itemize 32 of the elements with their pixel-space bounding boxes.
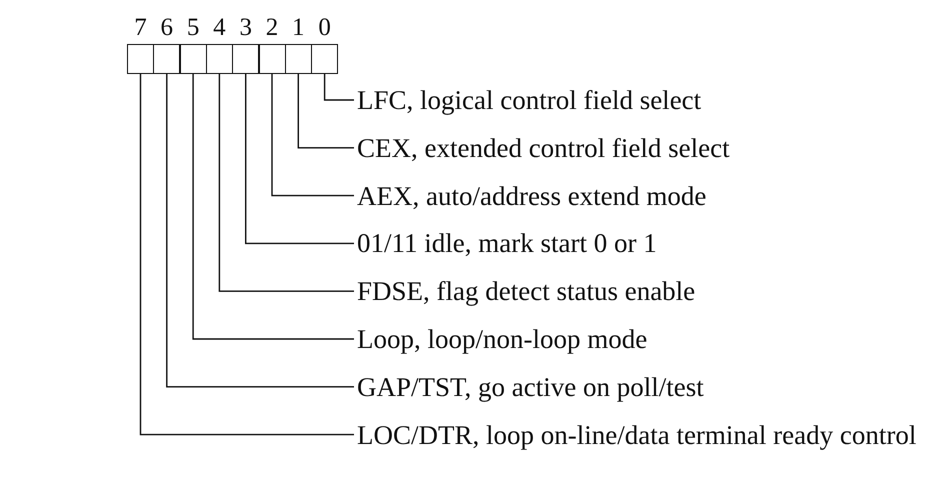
register-bit-cell: [206, 44, 233, 74]
register-bit-cell: [258, 44, 286, 74]
bit-number: 3: [238, 14, 253, 42]
field-description: 01/11 idle, mark start 0 or 1: [357, 228, 932, 258]
field-description: FDSE, flag detect status enable: [357, 276, 932, 306]
field-description: AEX, auto/address extend mode: [357, 180, 932, 211]
register-bit-cell: [153, 44, 180, 74]
bit-number: 6: [160, 14, 174, 42]
bit-number: 5: [186, 14, 200, 42]
bit-number: 4: [212, 14, 227, 42]
register-bit-cell: [127, 44, 154, 74]
bit-number: 7: [133, 14, 148, 42]
register-bit-cell: [180, 44, 207, 74]
leader-line: [192, 74, 354, 340]
field-description: CEX, extended control field select: [357, 132, 932, 163]
register-bit-cell: [311, 44, 338, 74]
leader-line: [298, 74, 354, 148]
leader-line: [166, 74, 354, 388]
bit-number: 1: [291, 14, 306, 42]
register-bit-cell: [284, 44, 312, 74]
field-description: GAP/TST, go active on poll/test: [357, 372, 932, 402]
leader-line: [271, 74, 354, 196]
leader-line: [324, 74, 354, 101]
leader-line: [245, 74, 354, 244]
bit-number: 2: [264, 14, 280, 42]
field-description: Loop, loop/non-loop mode: [357, 324, 932, 354]
leader-line: [140, 74, 354, 436]
field-description: LFC, logical control field select: [357, 85, 932, 115]
leader-line: [218, 74, 354, 292]
field-description: LOC/DTR, loop on-line/data terminal ready control: [357, 420, 932, 450]
register-bit-cell: [232, 44, 260, 74]
bit-number: 0: [317, 14, 332, 42]
